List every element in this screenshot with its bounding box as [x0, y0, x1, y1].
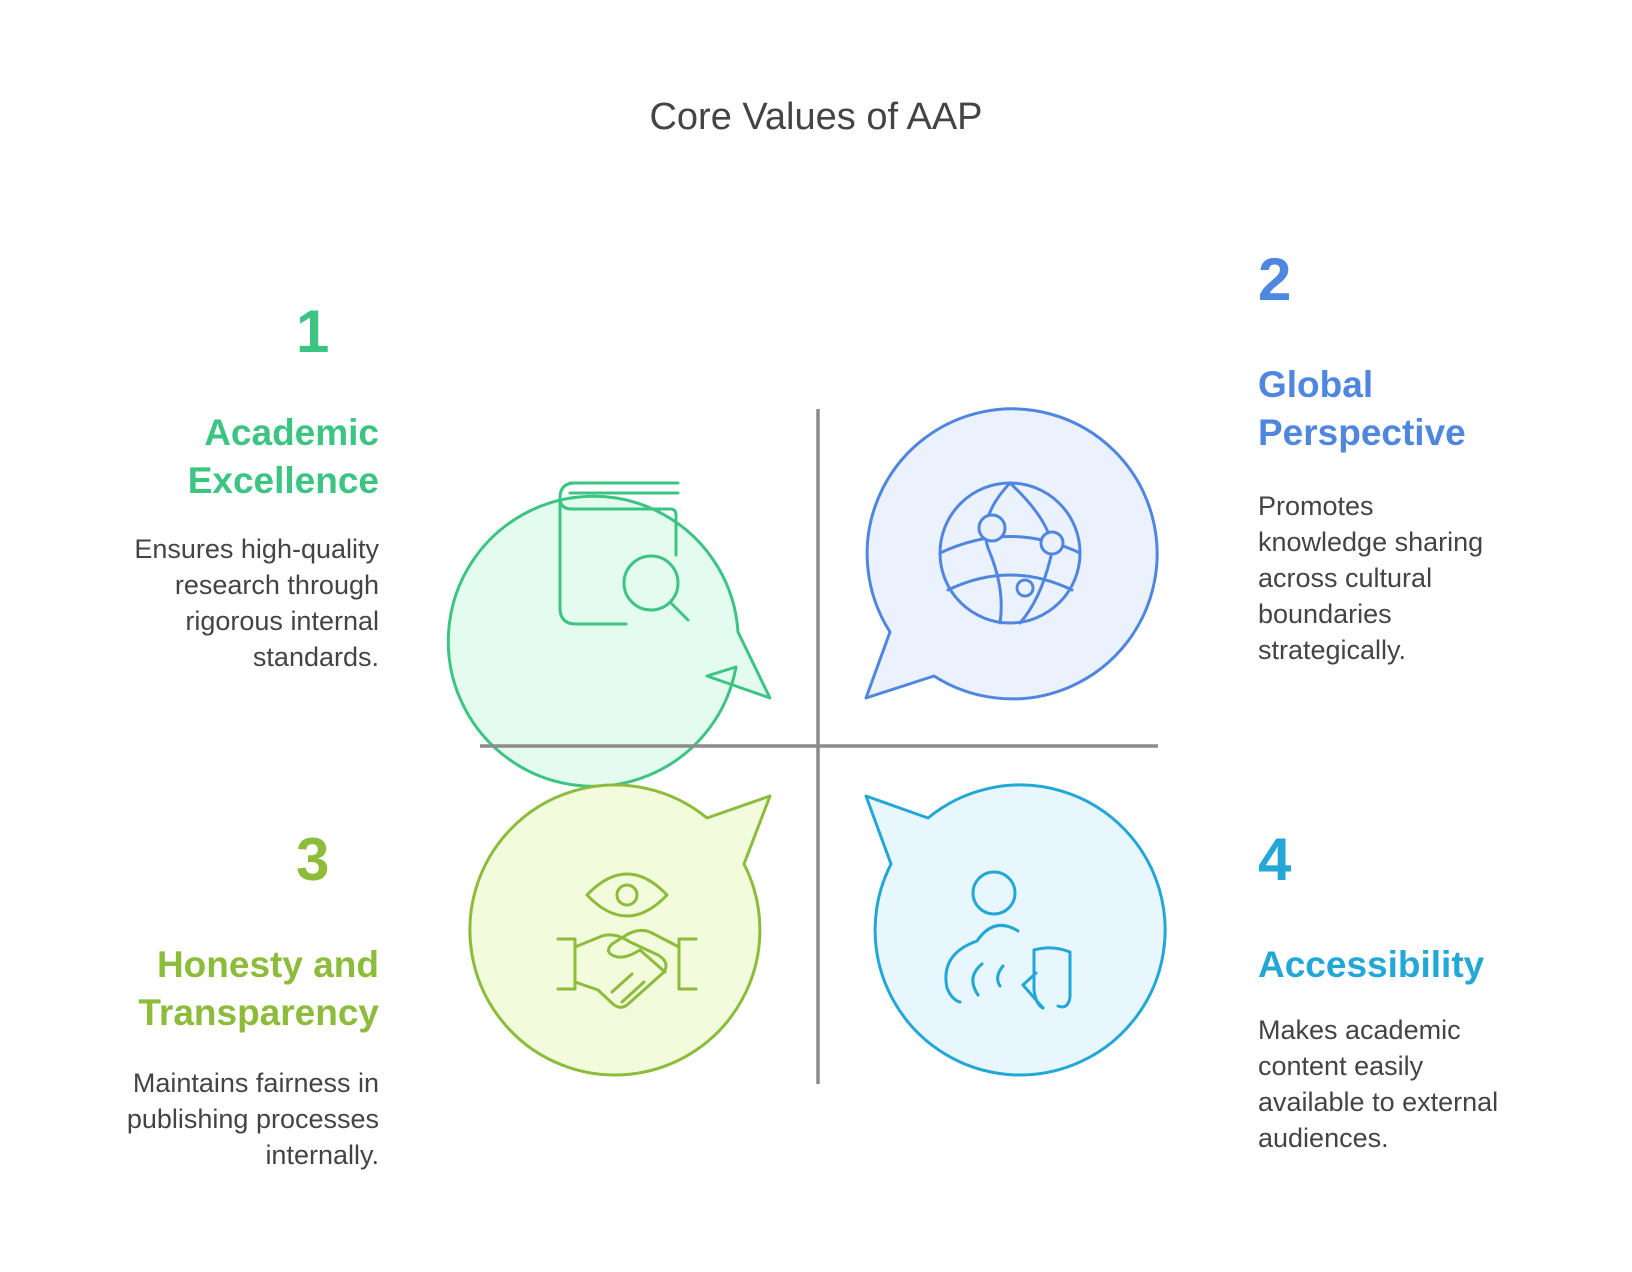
book-search-icon [558, 481, 690, 626]
desc-line: Ensures high-quality [134, 534, 379, 564]
eye-handshake-icon [556, 872, 698, 1009]
desc-global-perspective: Promotes knowledge sharing across cultur… [1258, 488, 1483, 668]
desc-line: across cultural [1258, 563, 1433, 593]
bubble-accessibility [864, 783, 1167, 1077]
bubble-academic-excellence [446, 481, 772, 788]
touch-accessibility-icon [944, 870, 1072, 1010]
heading-line: Excellence [187, 460, 379, 501]
desc-line: Maintains fairness in [132, 1068, 379, 1098]
desc-honesty-transparency: Maintains fairness in publishing process… [127, 1065, 379, 1173]
page-title: Core Values of AAP [649, 96, 983, 138]
bubble-honesty-transparency [468, 783, 772, 1077]
desc-line: audiences. [1258, 1123, 1389, 1153]
desc-line: strategically. [1258, 635, 1407, 665]
heading-line: Honesty and [156, 944, 379, 985]
number-2: 2 [1258, 246, 1292, 313]
desc-line: standards. [252, 642, 379, 672]
desc-line: boundaries [1258, 599, 1392, 629]
desc-line: research through [174, 570, 379, 600]
heading-line: Accessibility [1258, 944, 1485, 985]
number-3: 3 [296, 826, 330, 893]
network-globe-icon [938, 481, 1082, 625]
heading-line: Global [1258, 364, 1374, 405]
heading-line: Academic [204, 412, 379, 453]
desc-line: content easily [1258, 1051, 1424, 1081]
number-1: 1 [296, 298, 330, 365]
desc-line: rigorous internal [185, 606, 379, 636]
desc-line: publishing processes [126, 1104, 379, 1134]
desc-academic-excellence: Ensures high-quality research through ri… [134, 531, 379, 675]
bubble-global-perspective [864, 407, 1159, 701]
desc-line: internally. [265, 1140, 379, 1170]
heading-line: Perspective [1258, 412, 1466, 453]
desc-line: available to external [1258, 1087, 1499, 1117]
desc-line: Promotes [1258, 491, 1374, 521]
desc-accessibility: Makes academic content easily available … [1258, 1012, 1498, 1156]
heading-academic-excellence: Academic Excellence [188, 409, 379, 505]
desc-line: knowledge sharing [1258, 527, 1484, 557]
desc-line: Makes academic [1258, 1015, 1461, 1045]
heading-line: Transparency [138, 992, 379, 1033]
heading-honesty-transparency: Honesty and Transparency [138, 941, 379, 1037]
heading-global-perspective: Global Perspective [1258, 361, 1466, 457]
number-4: 4 [1258, 826, 1292, 893]
heading-accessibility: Accessibility [1258, 941, 1484, 989]
